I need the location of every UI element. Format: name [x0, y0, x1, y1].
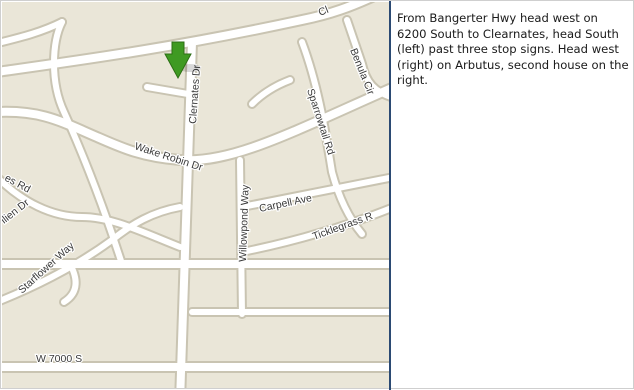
- map-canvas[interactable]: Cl Clernates Dr Sparrowtail Rd Benula Ci…: [2, 2, 389, 388]
- directions-text: From Bangerter Hwy head west on 6200 Sou…: [397, 11, 629, 88]
- location-marker-icon[interactable]: [164, 41, 201, 80]
- roads: [2, 2, 389, 388]
- street-label-top-partial: Cl: [317, 4, 331, 19]
- street-label-w7000s: W 7000 S: [36, 353, 82, 365]
- map-divider: [389, 1, 391, 390]
- street-label-clernates: Clernates Dr: [187, 64, 203, 124]
- map[interactable]: Cl Clernates Dr Sparrowtail Rd Benula Ci…: [2, 2, 389, 388]
- street-label-willowpond: Willowpond Way: [237, 184, 252, 262]
